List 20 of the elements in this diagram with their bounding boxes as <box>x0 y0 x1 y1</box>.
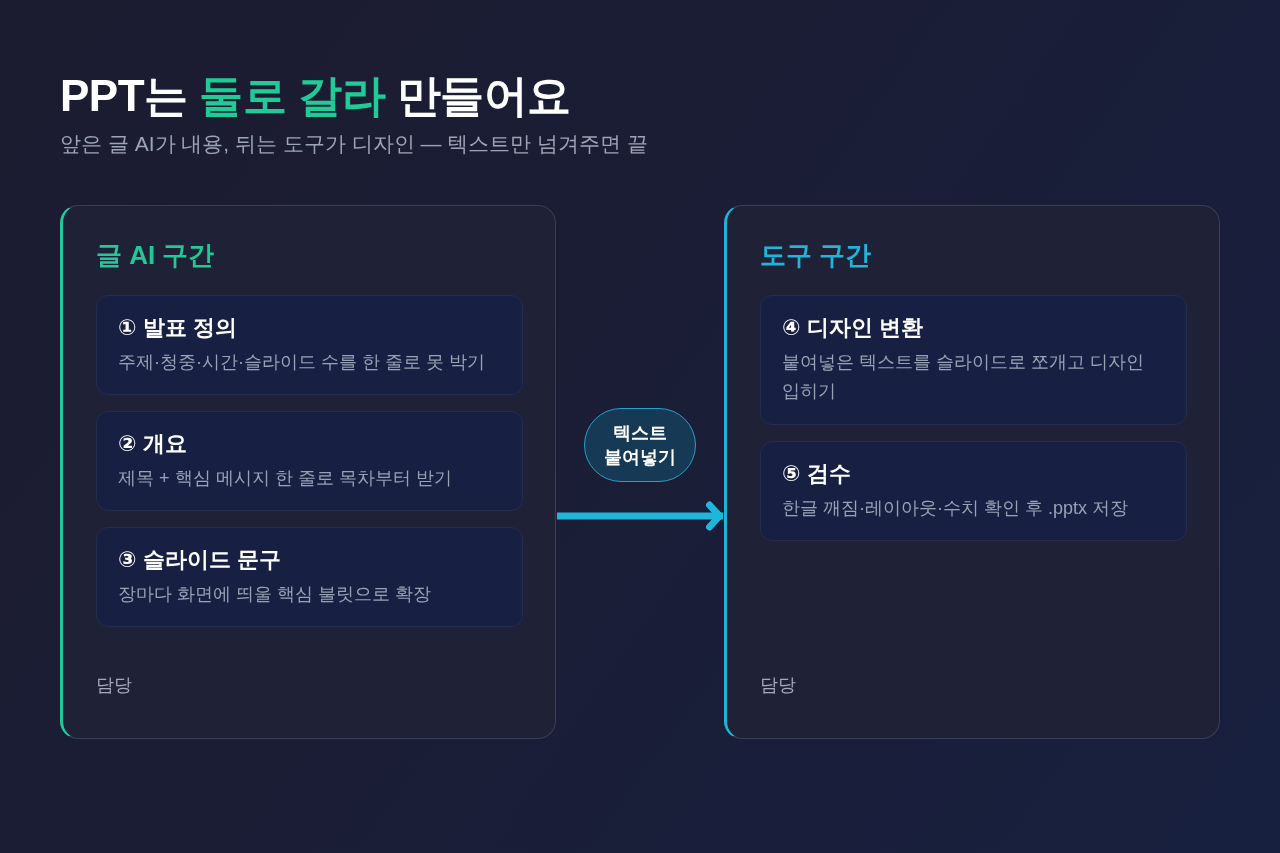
step-description: 붙여넣은 텍스트를 슬라이드로 쪼개고 디자인 입히기 <box>782 351 1145 403</box>
owner-label: 담당 <box>760 674 796 697</box>
step-description: 장마다 화면에 띄울 핵심 불릿으로 확장 <box>118 583 431 606</box>
step-description: 주제·청중·시간·슬라이드 수를 한 줄로 못 박기 <box>118 351 485 374</box>
step-title: ④ 디자인 변환 <box>782 314 923 342</box>
section-title: 도구 구간 <box>760 239 872 271</box>
edge-label: 텍스트 붙여넣기 <box>584 408 696 482</box>
arrow <box>557 501 723 531</box>
page-subtitle: 앞은 글 AI가 내용, 뒤는 도구가 디자인 — 텍스트만 넘겨주면 끝 <box>60 131 649 157</box>
step-title: ① 발표 정의 <box>118 314 237 342</box>
owner-label: 담당 <box>96 674 132 697</box>
step-description: 한글 깨짐·레이아웃·수치 확인 후 .pptx 저장 <box>782 497 1129 520</box>
step-description: 제목 + 핵심 메시지 한 줄로 목차부터 받기 <box>118 467 452 490</box>
section-panel <box>60 205 556 739</box>
step-title: ② 개요 <box>118 430 187 458</box>
step-title: ⑤ 검수 <box>782 460 851 488</box>
step-title: ③ 슬라이드 문구 <box>118 546 281 574</box>
page-title: PPT는 둘로 갈라 만들어요 <box>60 70 571 122</box>
section-title: 글 AI 구간 <box>96 239 215 271</box>
section-panel <box>724 205 1220 739</box>
